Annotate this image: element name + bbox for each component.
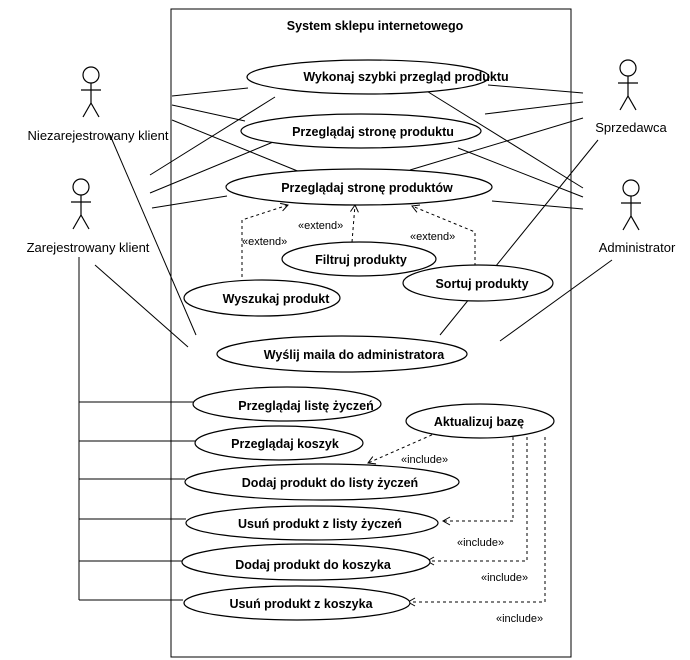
stereotype-extend-filtruj: «extend»: [298, 220, 343, 232]
use-case-sortuj[interactable]: Sortuj produkty: [402, 264, 554, 302]
stick-figure-icon: [621, 179, 641, 231]
stereotype-extend-sortuj: «extend»: [410, 231, 455, 243]
svg-text:Wyszukaj produkt: Wyszukaj produkt: [223, 292, 331, 306]
svg-text:Przeglądaj listę życzeń: Przeglądaj listę życzeń: [238, 399, 373, 413]
use-case-filtruj[interactable]: Filtruj produkty: [281, 241, 437, 277]
stereotype-include-usun-lista: «include»: [457, 537, 504, 549]
svg-text:Usuń produkt z listy życzeń: Usuń produkt z listy życzeń: [238, 517, 402, 531]
dependencies: [241, 202, 546, 607]
svg-text:Przeglądaj stronę produktów: Przeglądaj stronę produktów: [281, 181, 453, 195]
stick-figure-icon: [618, 59, 638, 111]
actor-sprzedawca[interactable]: Sprzedawca: [595, 59, 668, 135]
use-case-usun-lista[interactable]: Usuń produkt z listy życzeń: [185, 505, 439, 541]
use-case-dodaj-koszyk[interactable]: Dodaj produkt do koszyka: [181, 543, 431, 581]
actor-label: Zarejestrowany klient: [27, 240, 150, 255]
svg-text:Dodaj produkt do koszyka: Dodaj produkt do koszyka: [235, 558, 392, 572]
svg-text:Wyślij maila do administratora: Wyślij maila do administratora: [264, 348, 445, 362]
use-case-szybki-przeglad[interactable]: Wykonaj szybki przegląd produktu: [246, 59, 509, 95]
stick-figure-icon: [81, 66, 101, 118]
svg-text:Aktualizuj bazę: Aktualizuj bazę: [434, 415, 524, 429]
stereotype-include-dodaj-koszyk: «include»: [481, 572, 528, 584]
svg-text:Wykonaj szybki przegląd produk: Wykonaj szybki przegląd produktu: [303, 70, 508, 84]
use-case-koszyk[interactable]: Przeglądaj koszyk: [194, 425, 364, 461]
stereotype-include-dodaj-lista: «include»: [401, 454, 448, 466]
use-case-usun-koszyk[interactable]: Usuń produkt z koszyka: [183, 585, 411, 621]
use-case-strona-produktow[interactable]: Przeglądaj stronę produktów: [225, 168, 493, 206]
use-case-wyslij-maila[interactable]: Wyślij maila do administratora: [216, 335, 468, 373]
use-case-strona-produktu[interactable]: Przeglądaj stronę produktu: [240, 113, 482, 149]
actor-administrator[interactable]: Administrator: [599, 179, 676, 255]
stereotype-include-usun-koszyk: «include»: [496, 613, 543, 625]
use-case-wyszukaj[interactable]: Wyszukaj produkt: [183, 279, 341, 317]
associations: [78, 84, 613, 601]
actor-label: Administrator: [599, 240, 676, 255]
actor-label: Niezarejestrowany klient: [28, 128, 169, 143]
svg-text:Filtruj produkty: Filtruj produkty: [315, 253, 407, 267]
svg-text:Usuń produkt z koszyka: Usuń produkt z koszyka: [229, 597, 373, 611]
use-case-dodaj-lista[interactable]: Dodaj produkt do listy życzeń: [184, 463, 460, 501]
svg-text:Sortuj produkty: Sortuj produkty: [435, 277, 528, 291]
actor-label: Sprzedawca: [595, 120, 667, 135]
use-case-lista-zyczen[interactable]: Przeglądaj listę życzeń: [192, 386, 382, 422]
actor-zarejestrowany[interactable]: Zarejestrowany klient: [27, 178, 150, 255]
actor-niezarejestrowany[interactable]: Niezarejestrowany klient: [28, 66, 169, 143]
use-case-aktualizuj[interactable]: Aktualizuj bazę: [405, 403, 555, 439]
svg-text:Przeglądaj koszyk: Przeglądaj koszyk: [231, 437, 339, 451]
stick-figure-icon: [71, 178, 91, 230]
system-title: System sklepu internetowego: [287, 19, 464, 33]
stereotype-extend-wyszukaj: «extend»: [242, 236, 287, 248]
svg-text:Przeglądaj stronę produktu: Przeglądaj stronę produktu: [292, 125, 454, 139]
svg-text:Dodaj produkt do listy życzeń: Dodaj produkt do listy życzeń: [242, 476, 418, 490]
system-boundary: [170, 8, 572, 658]
